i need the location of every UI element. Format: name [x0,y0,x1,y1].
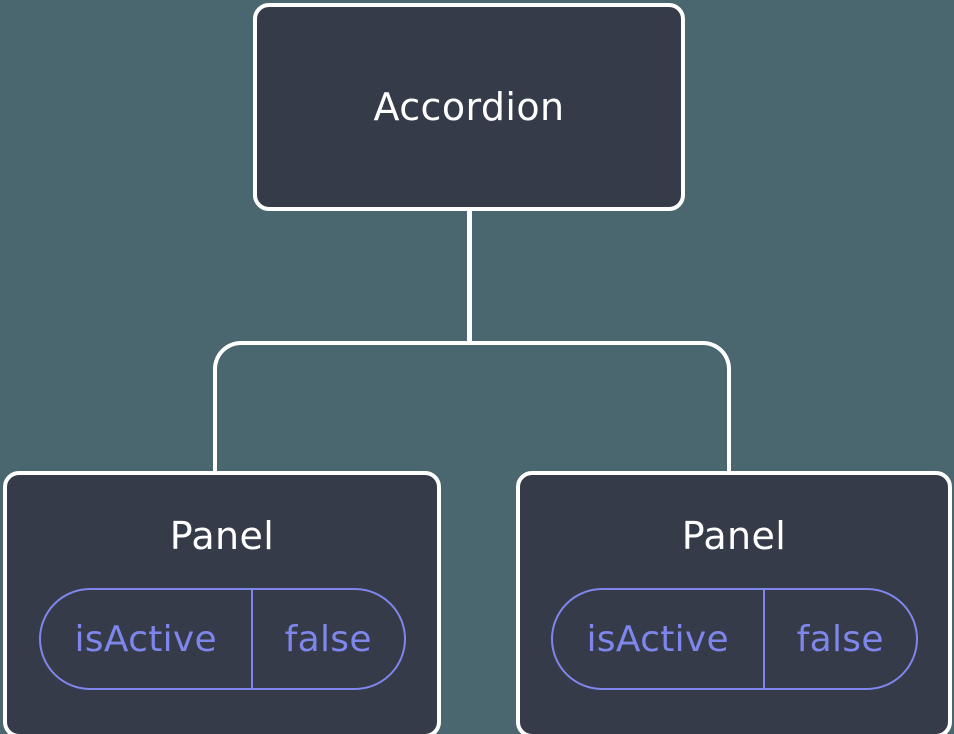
state-value: false [284,618,372,660]
panel-node-right: Panel isActive false [516,471,952,734]
panel-node-label: Panel [169,514,275,558]
connector-root-stem [467,209,472,345]
state-key: isActive [553,590,765,688]
accordion-node: Accordion [253,3,685,211]
accordion-node-label: Accordion [373,85,565,129]
state-key: isActive [41,590,253,688]
state-pill: isActive false [38,588,406,690]
connector-branch-bracket [213,341,731,473]
state-pill: isActive false [550,588,918,690]
state-value: false [796,618,884,660]
panel-node-left: Panel isActive false [3,471,441,734]
panel-node-label: Panel [681,514,787,558]
